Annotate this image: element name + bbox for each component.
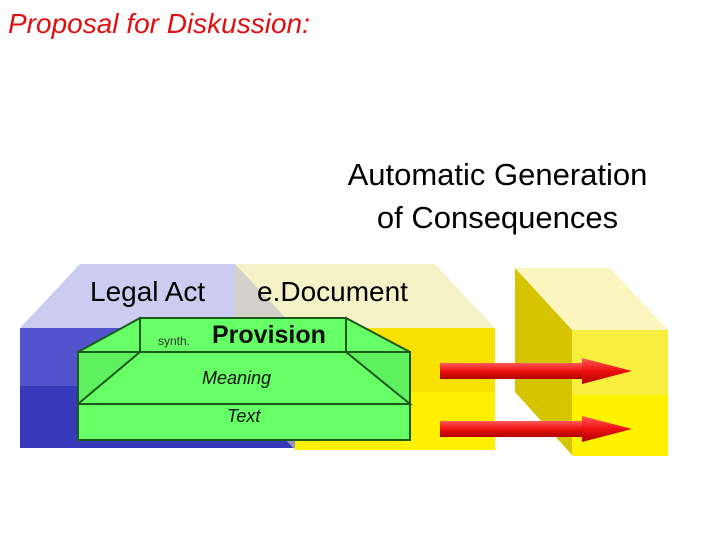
legal-act-label: Legal Act [90,276,206,307]
arrow-head-upper [582,358,632,384]
synth-label: synth. [158,334,191,348]
consequence-arrow-lower [440,416,632,442]
subtitle-line-2: of Consequences [376,200,619,235]
consequence-block-side [515,268,572,455]
edocument-block-top [235,264,495,328]
text-layer [77,403,411,441]
slide-title: Proposal for Diskussion: [8,8,310,39]
meaning-label: Meaning [202,368,272,388]
consequence-arrow-upper [440,358,632,384]
arrow-shaft-upper [440,363,590,379]
provision-stack [75,316,413,441]
arrow-shaft-lower [440,421,590,437]
slide-subtitle: Automatic Generation of Consequences [300,153,695,239]
arrow-head-lower [582,416,632,442]
subtitle-line-1: Automatic Generation [347,157,648,192]
edocument-label: e.Document [257,276,408,307]
consequence-block-top [515,268,668,330]
text-label: Text [227,406,261,426]
provision-label: Provision [212,321,326,349]
